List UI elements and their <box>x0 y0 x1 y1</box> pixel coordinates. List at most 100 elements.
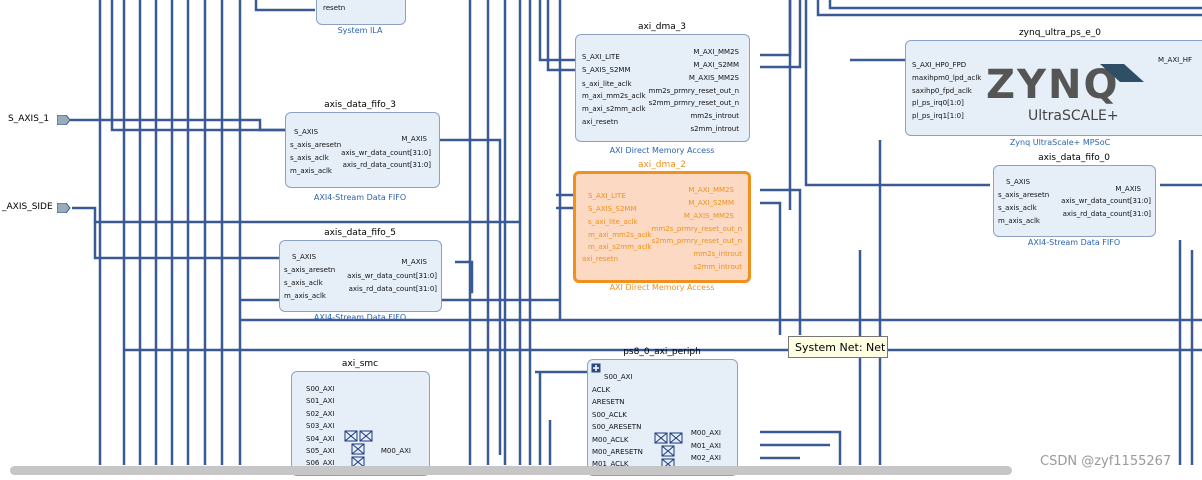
port-label: m_axis_aclk <box>290 167 332 175</box>
axi-dma-3-subtitle: AXI Direct Memory Access <box>609 146 715 155</box>
port-label: m_axi_s2mm_aclk <box>588 243 652 251</box>
fifo-3-subtitle: AXI4-Stream Data FIFO <box>313 193 407 202</box>
port-label: m_axis_aclk <box>998 217 1040 225</box>
zynq-title: zynq_ultra_ps_e_0 <box>1018 28 1102 38</box>
net-tooltip: System Net: Net <box>788 336 888 358</box>
port-label: m_axis_aclk <box>284 292 326 300</box>
crossbar-icon <box>344 430 373 468</box>
port-label: s_axis_aclk <box>290 154 329 162</box>
port-label: mm2s_prmry_reset_out_n <box>651 225 742 233</box>
port-label: S_AXI_LITE <box>582 53 620 61</box>
axi-smc-title: axi_smc <box>341 359 379 369</box>
port-label: s2mm_prmry_reset_out_n <box>651 237 742 245</box>
watermark: CSDN @zyf1155267 <box>1040 454 1172 469</box>
port-label: m_axi_s2mm_aclk <box>582 105 646 113</box>
port-label: M_AXI_S2MM <box>688 199 734 207</box>
port-label: S_AXIS <box>294 128 319 136</box>
port-label: ACLK <box>592 386 611 394</box>
port-label: mm2s_prmry_reset_out_n <box>648 87 739 95</box>
port-label: s2mm_introut <box>693 263 742 271</box>
port-label: S_AXIS_S2MM <box>582 66 631 74</box>
port-label: M_AXIS_MM2S <box>683 212 734 220</box>
port-label: s_axis_aresetn <box>290 141 342 149</box>
port-label: M_AXIS <box>401 258 427 266</box>
port-label: M00_AXI <box>690 429 721 437</box>
fifo-5-title: axis_data_fifo_5 <box>324 228 396 238</box>
fifo-5-block[interactable]: S_AXIS s_axis_aresetn s_axis_aclk m_axis… <box>279 240 442 312</box>
port-label: S06_AXI <box>306 459 335 467</box>
port-label: M_AXIS <box>401 135 427 143</box>
port-label: s2mm_introut <box>690 125 739 133</box>
port-label: S_AXI_LITE <box>588 192 626 200</box>
periph-block[interactable]: S00_AXI ACLK ARESETN S00_ACLK S00_ARESET… <box>587 359 738 476</box>
port-arrow-icon <box>57 203 71 213</box>
port-label: M_AXI_MM2S <box>693 48 739 56</box>
zynq-subtitle: Zynq UltraScale+ MPSoC <box>1009 138 1111 147</box>
port-label: M00_ARESETN <box>592 448 643 456</box>
axi-dma-3-title: axi_dma_3 <box>637 22 687 32</box>
port-label: M00_AXI <box>380 447 411 455</box>
port-label: axis_wr_data_count[31:0] <box>341 149 431 157</box>
horizontal-scrollbar[interactable] <box>10 466 1012 475</box>
fifo-3-block[interactable]: S_AXIS s_axis_aresetn s_axis_aclk m_axis… <box>285 112 440 188</box>
port-label: maxihpm0_lpd_aclk <box>912 74 982 82</box>
expand-icon[interactable] <box>591 363 601 373</box>
zynq-logo-sub: UltraSCALE+ <box>1028 108 1119 124</box>
axi-dma-3-block[interactable]: S_AXI_LITE S_AXIS_S2MM s_axi_lite_aclk m… <box>575 34 750 142</box>
port-label: M_AXI_MM2S <box>688 186 734 194</box>
port-label: S03_AXI <box>306 422 335 430</box>
system-ila-subtitle: System ILA <box>337 26 383 35</box>
port-label: M00_ACLK <box>592 436 629 444</box>
port-label: s_axis_aresetn <box>284 266 336 274</box>
port-label: axi_resetn <box>582 255 619 263</box>
port-label: M_AXIS_MM2S <box>688 74 739 82</box>
system-ila-block[interactable]: resetn <box>316 0 406 25</box>
zynq-logo-icon <box>1100 64 1144 82</box>
fifo-0-block[interactable]: S_AXIS s_axis_aresetn s_axis_aclk m_axis… <box>993 165 1156 237</box>
fifo-5-subtitle: AXI4-Stream Data FIFO <box>313 313 407 322</box>
port-axis-side[interactable]: _AXIS_SIDE <box>2 202 53 212</box>
port-label: S00_ARESETN <box>592 423 642 431</box>
port-label: pl_ps_irq0[1:0] <box>912 99 964 107</box>
axi-dma-2-title: axi_dma_2 <box>637 160 687 170</box>
fifo-0-title: axis_data_fifo_0 <box>1038 153 1110 163</box>
port-s-axis-1[interactable]: S_AXIS_1 <box>8 114 50 124</box>
port-label: S05_AXI <box>306 447 335 455</box>
port-label: S02_AXI <box>306 410 335 418</box>
port-label: s_axis_aclk <box>284 279 323 287</box>
port-label: S_AXIS <box>1006 178 1031 186</box>
periph-title: ps8_0_axi_periph <box>623 347 701 357</box>
port-label: M01_ACLK <box>592 460 629 468</box>
port-label: M01_AXI <box>690 442 721 450</box>
port-label: M_AXI_HF <box>1158 56 1192 64</box>
axi-dma-2-block[interactable]: S_AXI_LITE S_AXIS_S2MM s_axi_lite_aclk m… <box>573 171 751 283</box>
port-label: S00_AXI <box>604 373 633 381</box>
port-label: S00_AXI <box>306 385 335 393</box>
port-label: ARESETN <box>592 398 625 406</box>
port-label: axis_wr_data_count[31:0] <box>1061 197 1151 205</box>
port-label: s2mm_prmry_reset_out_n <box>648 99 739 107</box>
port-label: S00_ACLK <box>592 411 627 419</box>
port-label: M_AXIS <box>1115 185 1141 193</box>
port-label: s_axis_aclk <box>998 204 1037 212</box>
port-label: S_AXI_HP0_FPD <box>912 61 967 69</box>
port-label: M_AXI_S2MM <box>693 61 739 69</box>
port-label: s_axi_lite_aclk <box>582 80 632 88</box>
port-label: pl_ps_irq1[1:0] <box>912 112 964 120</box>
axi-smc-block[interactable]: S00_AXI S01_AXI S02_AXI S03_AXI S04_AXI … <box>291 371 430 476</box>
port-label: s_axi_lite_aclk <box>588 218 638 226</box>
zynq-block[interactable]: S_AXI_HP0_FPD maxihpm0_lpd_aclk saxihp0_… <box>905 40 1202 136</box>
port-label: S01_AXI <box>306 397 335 405</box>
zynq-logo: ZYNQ <box>986 62 1120 108</box>
port-label: mm2s_introut <box>693 250 742 258</box>
port-label: resetn <box>323 4 346 12</box>
fifo-0-subtitle: AXI4-Stream Data FIFO <box>1027 238 1121 247</box>
port-label: S_AXIS_S2MM <box>588 205 637 213</box>
port-label: M02_AXI <box>690 454 721 462</box>
port-label: axis_wr_data_count[31:0] <box>347 272 437 280</box>
port-label: axis_rd_data_count[31:0] <box>342 161 431 169</box>
port-label: m_axi_mm2s_aclk <box>588 231 652 239</box>
port-label: S04_AXI <box>306 435 335 443</box>
